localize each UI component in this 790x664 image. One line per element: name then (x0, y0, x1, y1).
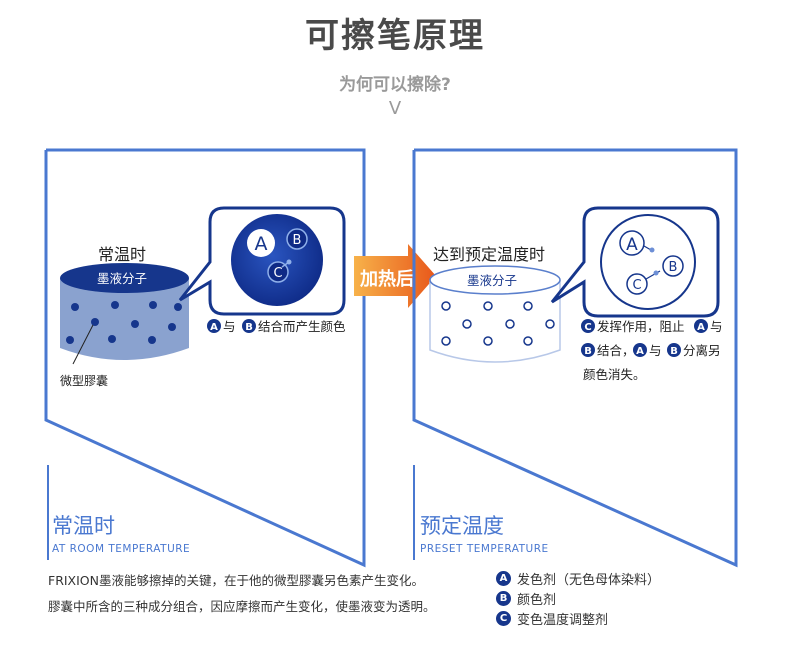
left-molecule-b (286, 228, 308, 250)
left-caption-badge-a-letter: A (210, 322, 218, 333)
left-molecule-c-letter: C (273, 266, 282, 281)
right-caption-l2-badge-b: B (584, 346, 592, 357)
left-caption-badge-a (207, 319, 221, 333)
right-cylinder (429, 265, 561, 363)
right-molecule-a (619, 230, 645, 256)
legend-badge-a: A (496, 570, 511, 586)
chevron-down-icon: V (388, 98, 402, 119)
right-bond-c-dot (653, 270, 659, 276)
right-molecule-a-letter: A (626, 235, 638, 255)
right-footer-title: 预定温度 (420, 514, 504, 538)
left-footer-title: 常温时 (52, 514, 115, 538)
capsule-pointer (72, 324, 94, 365)
left-molecule-a (247, 229, 275, 257)
left-molecule-a-letter: A (255, 233, 268, 255)
left-caption-badge-b-letter: B (245, 322, 253, 333)
right-caption-l2-badge-b2: B (670, 346, 678, 357)
right-caption-l2-tail: 分离另 (683, 343, 721, 358)
right-molecule-b (662, 255, 684, 277)
legend-text-a: 发色剂（无色母体染料） (517, 572, 661, 588)
heat-arrow-label: 加热后 (359, 268, 414, 290)
right-panel: 达到预定温度时 墨液分子 A B C C (412, 148, 738, 568)
legend-text-c: 变色温度调整剂 (517, 612, 609, 628)
bottom-note: FRIXION墨液能够擦掉的关键，在于他的微型膠囊另色素产生变化。 膠囊中所含的… (48, 568, 488, 620)
right-molecule-c-letter: C (632, 278, 641, 293)
left-molecule-b-letter: B (293, 233, 302, 248)
left-state-label: 常温时 (98, 245, 146, 264)
right-caption-l1-yu: 与 (710, 319, 723, 334)
left-caption-badge-b (242, 319, 256, 333)
right-ink-label: 墨液分子 (467, 273, 517, 288)
right-panel-border (412, 148, 738, 568)
right-state-label: 达到预定温度时 (433, 245, 545, 264)
bottom-note-line-1: FRIXION墨液能够擦掉的关键，在于他的微型膠囊另色素产生变化。 (48, 573, 425, 588)
right-caption: C 发挥作用，阻止 A 与 B 结合， A 与 B 分离另 颜色消失。 (581, 319, 723, 382)
left-cylinder (60, 263, 189, 360)
right-footer-subtitle: PRESET TEMPERATURE (420, 543, 549, 555)
right-molecule-c (626, 273, 648, 295)
right-caption-l2-text: 结合， (597, 343, 635, 358)
right-caption-badge-c: C (584, 322, 591, 333)
right-caption-l3: 颜色消失。 (583, 367, 646, 382)
left-footer-subtitle: AT ROOM TEMPERATURE (52, 543, 190, 555)
left-ink-label: 墨液分子 (97, 271, 147, 286)
right-caption-l1-text: 发挥作用，阻止 (597, 319, 685, 334)
left-molecule-bubble (231, 214, 323, 306)
page-subtitle: 为何可以擦除? (339, 75, 451, 95)
left-panel-border (44, 148, 366, 568)
page-title: 可擦笔原理 (305, 16, 485, 56)
legend: A 发色剂（无色母体染料） B 颜色剂 C 变色温度调整剂 (496, 568, 756, 628)
bottom-note-line-2: 膠囊中所含的三种成分组合，因应摩擦而产生变化，使墨液变为透明。 (48, 599, 436, 614)
left-panel: 常温时 墨液分子 微型膠囊 A B C A 与 B 结合而产生颜色 常温时 AT… (44, 148, 366, 568)
legend-text-b: 颜色剂 (517, 592, 557, 608)
legend-row-b: B 颜色剂 (496, 588, 756, 608)
right-caption-l1-badge-a: A (697, 322, 705, 333)
capsule-label: 微型膠囊 (60, 373, 108, 388)
heat-arrow: 加热后 (354, 244, 436, 308)
legend-row-a: A 发色剂（无色母体染料） (496, 568, 756, 588)
left-bond (281, 261, 290, 268)
legend-row-c: C 变色温度调整剂 (496, 608, 756, 628)
right-molecule-b-letter: B (669, 260, 678, 275)
right-bond-a-dot (649, 247, 655, 253)
legend-badge-b: B (496, 590, 511, 606)
right-caption-l2-yu: 与 (649, 343, 662, 358)
left-caption-text-2: 结合而产生颜色 (258, 319, 346, 334)
right-caption-l2-badge-a: A (636, 346, 644, 357)
left-caption-text-1: 与 (223, 319, 236, 334)
legend-badge-c: C (496, 610, 511, 626)
